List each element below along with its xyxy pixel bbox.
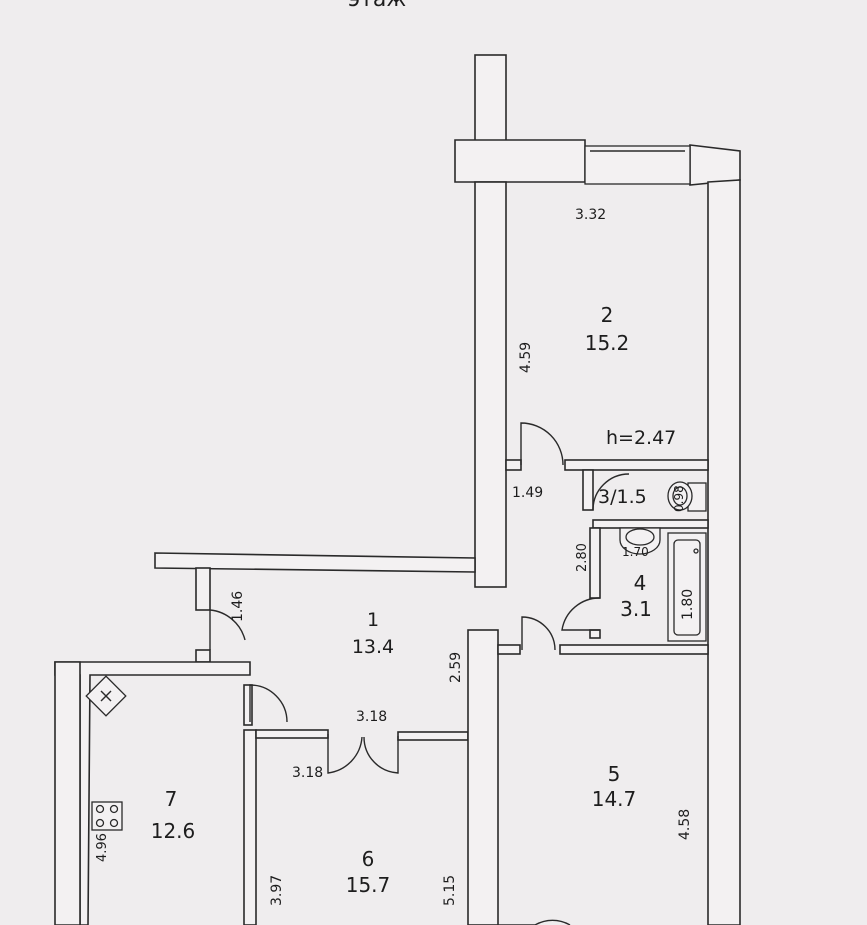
door-room5: [521, 616, 556, 651]
room2-bottom-wall: [564, 459, 709, 471]
dim-corridor-width: 1.49: [512, 485, 543, 501]
door-room6-right: [363, 736, 399, 774]
door-bath: [561, 597, 601, 631]
dim-bath-length: 2.80: [575, 543, 590, 572]
dim-bath-width: 1.70: [622, 545, 649, 559]
door-wc: [592, 473, 630, 511]
boiler-icon: [85, 675, 127, 717]
dim-bathtub-length: 1.80: [680, 589, 696, 620]
dim-wc-width: 0.98: [672, 485, 686, 512]
room-3-label: 3/1.5: [598, 486, 647, 508]
room-2-number: 2: [601, 303, 614, 327]
bath-bottom-wall: [559, 644, 709, 655]
top-wall-left: [454, 139, 586, 183]
room-6-area: 15.7: [346, 873, 391, 897]
hall-top-wall: [154, 552, 476, 573]
dim-room2-length: 4.59: [518, 342, 534, 373]
room2-left-wall: [474, 181, 507, 588]
room6-top-wall-left: [255, 729, 329, 739]
hall-stub-wall: [195, 567, 211, 611]
room-4-area: 3.1: [620, 597, 652, 621]
wc-bottom-wall: [592, 519, 709, 529]
dim-room6-width: 3.18: [356, 709, 387, 725]
stove-icon: [91, 801, 123, 831]
dim-room6-partial: 3.97: [269, 875, 285, 906]
room-7-number: 7: [165, 787, 178, 811]
dim-room5-length: 4.58: [677, 809, 693, 840]
door-entrance: [209, 609, 246, 650]
room-2-area: 15.2: [585, 331, 630, 355]
dim-room7-length: 4.96: [95, 833, 110, 862]
dim-hall-length: 2.59: [448, 652, 464, 683]
door-room7: [249, 684, 288, 723]
dim-room6-width-left: 3.18: [292, 765, 323, 781]
wc-left-wall: [582, 469, 594, 511]
dim-room6-length: 5.15: [442, 875, 458, 906]
outer-right-wall: [707, 179, 741, 925]
door-room2: [520, 422, 564, 466]
outer-left-wall: [54, 661, 81, 925]
dim-room2-width: 3.32: [575, 207, 606, 223]
balcony-column-wall: [474, 54, 507, 146]
page-header-fragment: этаж: [348, 0, 406, 12]
room-5-number: 5: [608, 762, 621, 786]
room-1-number: 1: [367, 609, 379, 631]
room-6-number: 6: [362, 847, 375, 871]
room5-left-wall: [467, 629, 499, 925]
sink-icon: [619, 527, 661, 555]
dim-hall-width: 1.46: [230, 591, 246, 622]
fixtures: [85, 481, 707, 831]
room-1-area: 13.4: [352, 636, 394, 658]
room-7-area: 12.6: [151, 819, 196, 843]
dimension-labels: 3.32 4.59 1.49 0.98 1.70 2.80 1.80 1.46 …: [95, 207, 696, 906]
ceiling-height: h=2.47: [606, 427, 676, 449]
bathtub-icon: [667, 532, 707, 642]
door-room6-left: [327, 734, 363, 774]
window-top: [584, 145, 691, 185]
doors: [209, 422, 630, 925]
walls: [54, 54, 741, 925]
door-room5-lower: [498, 919, 571, 925]
bath-left-wall: [589, 527, 601, 599]
room-labels: 2 15.2 3/1.5 4 3.1 1 13.4 5 14.7 6 15.7 …: [151, 303, 677, 897]
room7-right-wall: [243, 729, 257, 925]
room-4-number: 4: [634, 571, 647, 595]
toilet-icon: [667, 481, 707, 512]
top-wall-right: [689, 144, 741, 186]
room-5-area: 14.7: [592, 787, 637, 811]
room6-top-wall-right: [397, 731, 469, 741]
room7-top-wall: [54, 661, 251, 925]
